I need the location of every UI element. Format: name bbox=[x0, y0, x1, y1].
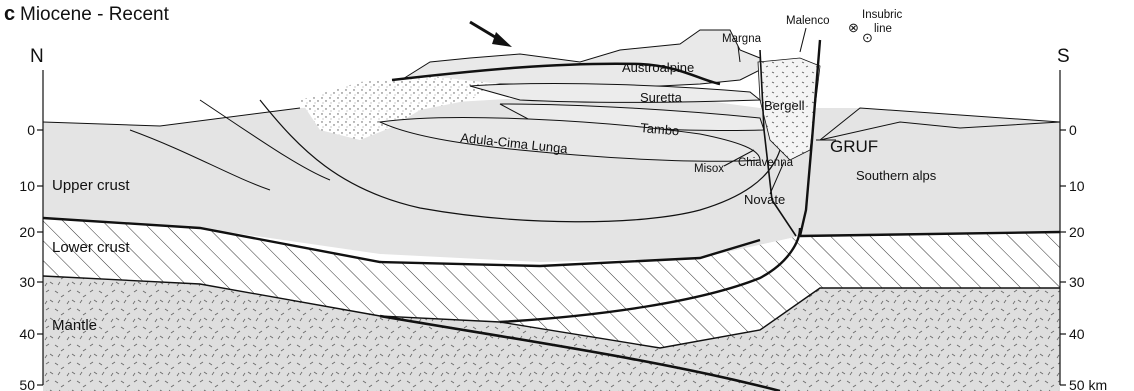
mantle-label: Mantle bbox=[52, 317, 97, 334]
left-depth-tick-label: 40 bbox=[19, 326, 35, 342]
left-depth-tick-label: 10 bbox=[19, 178, 35, 194]
misox-label: Misox bbox=[694, 163, 724, 175]
margna-label: Margna bbox=[722, 33, 762, 45]
into-page-icon: ⊗ bbox=[848, 20, 859, 35]
right-depth-tick-label: 10 bbox=[1069, 178, 1085, 194]
south-label: S bbox=[1057, 46, 1070, 67]
right-depth-tick-label: 0 bbox=[1069, 122, 1077, 138]
malenco-pointer-icon bbox=[800, 28, 806, 52]
upper-crust-label: Upper crust bbox=[52, 177, 130, 194]
left-depth-tick-label: 30 bbox=[19, 274, 35, 290]
thrust-motion-arrowhead-icon bbox=[492, 32, 512, 47]
right-axis-ticks: 0 10 20 30 40 50 km bbox=[1060, 122, 1107, 391]
right-depth-tick-label: 30 bbox=[1069, 274, 1085, 290]
left-depth-tick-label: 20 bbox=[19, 224, 35, 240]
left-axis-ticks: 0 10 20 30 40 50 bbox=[19, 122, 43, 391]
left-depth-tick-label: 50 bbox=[19, 377, 35, 391]
out-of-page-icon: ⊙ bbox=[862, 30, 873, 45]
right-depth-tick-label: 20 bbox=[1069, 224, 1085, 240]
north-label: N bbox=[30, 46, 44, 67]
panel-title: Miocene - Recent bbox=[20, 4, 170, 25]
austroalpine-label: Austroalpine bbox=[622, 60, 694, 75]
chiavenna-label: Chiavenna bbox=[738, 157, 794, 169]
right-depth-tick-label: 50 km bbox=[1069, 377, 1107, 391]
panel-letter: c bbox=[4, 3, 15, 25]
insubric-line-label-2: line bbox=[874, 23, 892, 35]
bergell-label: Bergell bbox=[764, 98, 805, 113]
suretta-label: Suretta bbox=[640, 90, 683, 105]
right-depth-tick-label: 40 bbox=[1069, 326, 1085, 342]
left-depth-tick-label: 0 bbox=[27, 122, 35, 138]
malenco-label: Malenco bbox=[786, 15, 829, 27]
gruf-label: GRUF bbox=[830, 137, 878, 156]
southern-alps-label: Southern alps bbox=[856, 168, 937, 183]
insubric-line-label-1: Insubric bbox=[862, 9, 903, 21]
novate-label: Novate bbox=[744, 192, 785, 207]
lower-crust-label: Lower crust bbox=[52, 239, 130, 256]
